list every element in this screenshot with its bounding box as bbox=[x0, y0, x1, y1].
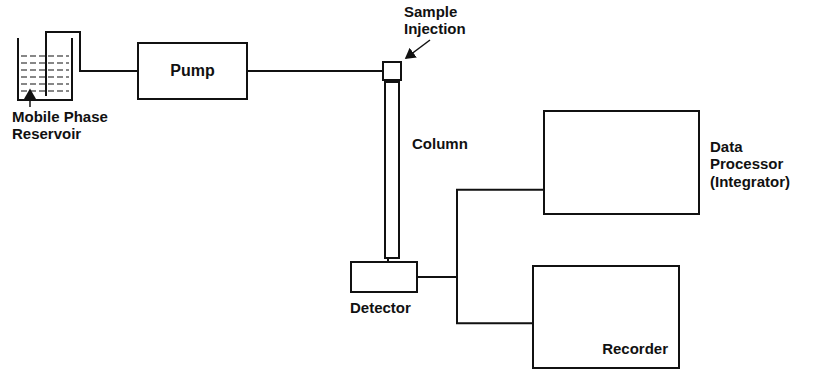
detector-box: Detector bbox=[350, 261, 418, 293]
recorder-box: Recorder bbox=[532, 265, 680, 369]
data-processor-box: Data Processor (Integrator) bbox=[543, 110, 700, 215]
reservoir-beaker bbox=[18, 32, 84, 100]
node-label: Data Processor (Integrator) bbox=[710, 138, 810, 190]
node-label: Detector bbox=[350, 299, 440, 316]
leader-arrow bbox=[406, 40, 430, 58]
tubing-line bbox=[84, 70, 137, 72]
node-label: Pump bbox=[170, 62, 214, 80]
tubing-line bbox=[418, 190, 543, 277]
pump-box: Pump bbox=[137, 42, 248, 100]
injection-port: Sample Injection bbox=[382, 61, 402, 81]
column-tube: Column bbox=[384, 81, 400, 259]
node-label: Recorder bbox=[602, 340, 668, 357]
node-label: Column bbox=[412, 135, 492, 152]
tubing-line bbox=[248, 70, 382, 72]
mobile-phase-reservoir: Mobile Phase Reservoir bbox=[14, 28, 84, 102]
tubing-line bbox=[418, 277, 532, 323]
leader-arrow bbox=[29, 90, 31, 107]
node-label: Sample Injection bbox=[404, 3, 494, 38]
node-label: Mobile Phase Reservoir bbox=[12, 108, 142, 143]
